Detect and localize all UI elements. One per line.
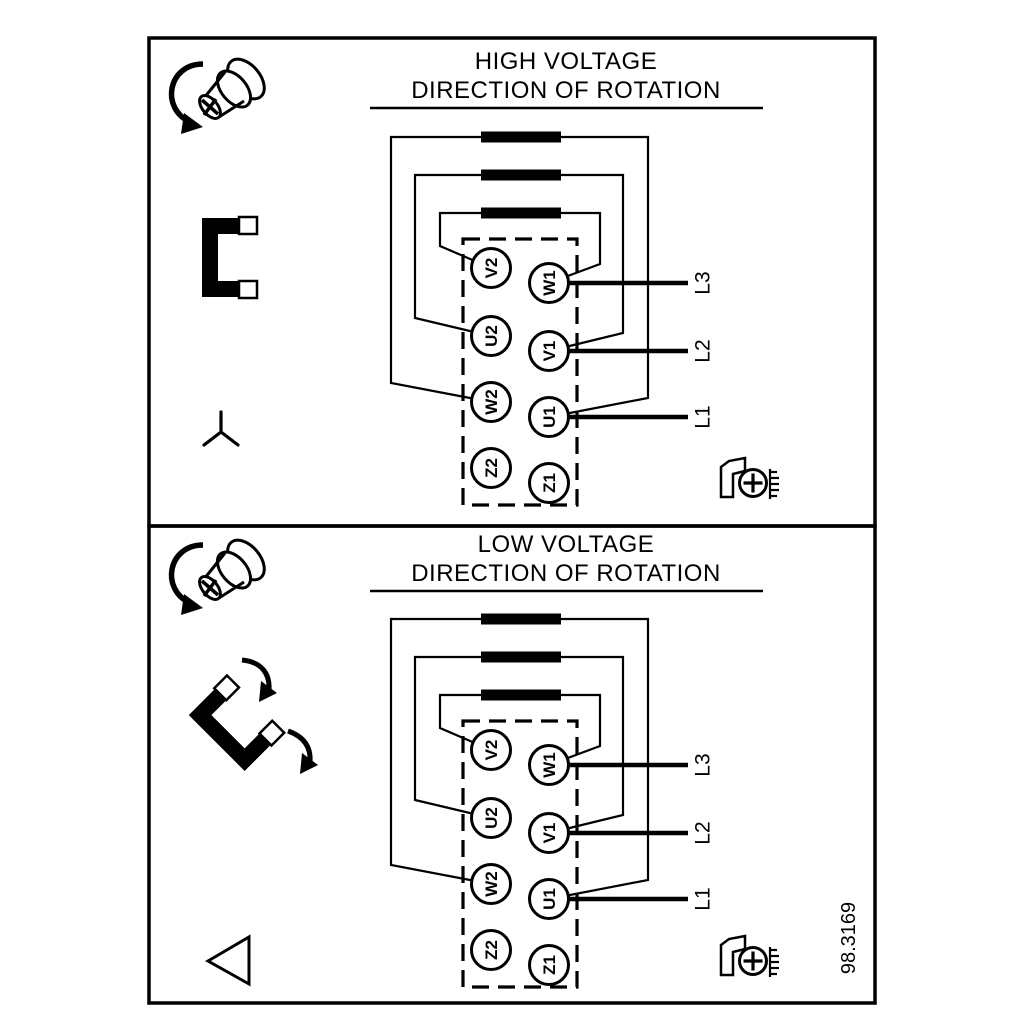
star-connection-icon: [202, 410, 240, 447]
ground-screw-icon: [719, 456, 781, 501]
supply-label-l2: L2: [692, 821, 715, 844]
terminal-label-w2: W2: [482, 389, 501, 415]
ground-screw-icon: [719, 934, 781, 979]
terminal-label-u2: U2: [482, 325, 501, 347]
terminal-label-v1: V1: [540, 341, 559, 362]
supply-label-l3: L3: [692, 271, 715, 294]
terminal-wiring-high: [391, 132, 688, 506]
terminal-label-w1: W1: [540, 752, 559, 778]
supply-label-l1: L1: [692, 405, 715, 428]
supply-label-l3: L3: [692, 753, 715, 776]
jumper-links-move-icon: [188, 657, 318, 774]
terminal-label-u1: U1: [540, 888, 559, 910]
jumper-link-icon: [202, 215, 259, 300]
screw-rotation-icon: [171, 52, 271, 134]
panel-title-high: HIGH VOLTAGE: [475, 48, 657, 75]
panel-low-voltage: LOW VOLTAGE DIRECTION OF ROTATION V2 U2 …: [147, 524, 877, 1005]
terminal-label-u1: U1: [540, 406, 559, 428]
delta-connection-icon: [204, 934, 251, 987]
panel-border-low: [147, 524, 877, 1005]
supply-label-l1: L1: [692, 887, 715, 910]
terminal-label-u2: U2: [482, 807, 501, 829]
terminal-label-v2: V2: [482, 258, 501, 279]
terminal-label-w1: W1: [540, 270, 559, 296]
terminal-label-z2: Z2: [482, 458, 501, 478]
figure-number: 98.3169: [838, 902, 860, 974]
terminal-wiring-low: [391, 614, 688, 988]
supply-label-l2: L2: [692, 339, 715, 362]
terminal-label-z2: Z2: [482, 940, 501, 960]
terminal-label-v1: V1: [540, 823, 559, 844]
screw-rotation-icon: [171, 533, 271, 615]
panel-subtitle-high: DIRECTION OF ROTATION: [411, 77, 721, 104]
terminal-label-z1: Z1: [540, 473, 559, 493]
panel-subtitle-low: DIRECTION OF ROTATION: [411, 560, 721, 587]
panel-high-voltage: HIGH VOLTAGE DIRECTION OF ROTATION V2 U2…: [147, 36, 877, 528]
terminal-label-v2: V2: [482, 740, 501, 761]
terminal-label-z1: Z1: [540, 955, 559, 975]
terminal-label-w2: W2: [482, 871, 501, 897]
panel-title-low: LOW VOLTAGE: [478, 531, 655, 558]
